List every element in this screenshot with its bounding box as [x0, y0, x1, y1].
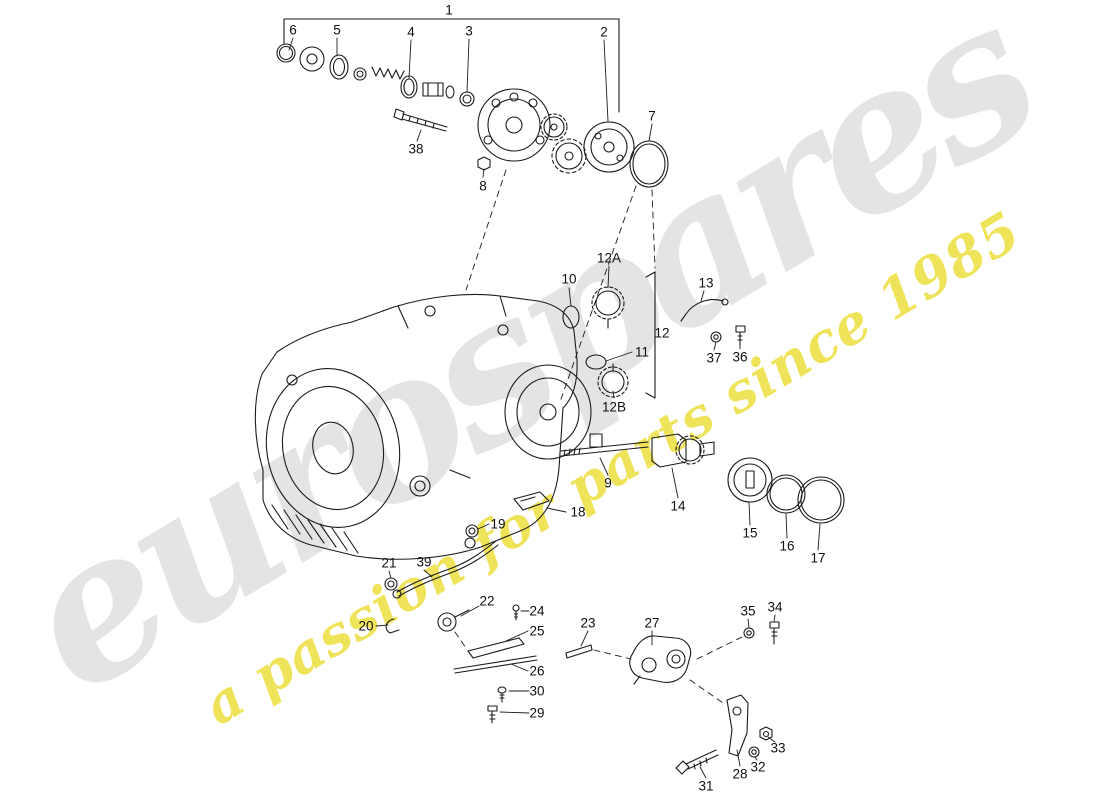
part-bolt-36 — [735, 325, 746, 346]
part-pin-23 — [565, 644, 593, 659]
part-shaft-9 — [560, 433, 649, 457]
leader-lines-governor — [568, 265, 741, 399]
part-washer-32 — [748, 746, 760, 758]
part-nut-8 — [477, 156, 491, 171]
governor-assembly — [465, 433, 845, 551]
part-cap-15 — [727, 457, 773, 503]
part-ring-11 — [585, 354, 607, 370]
part-clip-20 — [385, 618, 400, 634]
part-screw-29 — [487, 705, 498, 724]
part-inner-gear — [540, 113, 568, 141]
construction-lines-lower — [454, 631, 743, 706]
part-bearing-6 — [299, 46, 325, 72]
part-lock-assembly-27 — [629, 635, 692, 685]
part-nut-33 — [759, 726, 773, 741]
transmission-housing — [254, 293, 592, 560]
leader-lines-parking-lock — [651, 614, 776, 779]
part-bolt-38 — [393, 108, 448, 132]
part-pawl-22 — [437, 609, 470, 632]
part-snap-ring-17 — [797, 476, 845, 524]
part-ring-21 — [384, 577, 398, 591]
oil-pump-assembly — [276, 43, 669, 188]
parking-lock-parts — [629, 614, 780, 779]
drawing-strokes — [254, 18, 845, 779]
part-rod-26 — [453, 655, 538, 674]
part-screw-24 — [512, 604, 520, 621]
shift-linkage — [375, 540, 593, 724]
leader-lines-governor-assembly — [477, 457, 821, 551]
part-washer — [353, 67, 367, 81]
part-ring-4 — [400, 75, 418, 99]
part-seal-5 — [329, 54, 349, 80]
part-screw-30 — [497, 686, 507, 703]
part-rod-39 — [392, 540, 499, 599]
part-bracket-18 — [513, 491, 550, 511]
part-pump-body — [477, 88, 551, 162]
leader-lines-top — [288, 37, 653, 178]
part-bolt-31 — [675, 749, 719, 775]
governor-drive-parts — [562, 265, 746, 399]
part-bracket-28 — [726, 694, 749, 757]
part-drive-housing-14 — [651, 433, 715, 468]
part-drive-gear — [551, 138, 587, 174]
part-bolt-34 — [769, 621, 780, 645]
part-washer-19 — [465, 524, 479, 538]
part-pipe-13 — [680, 298, 729, 322]
assembly-bracket-1 — [283, 18, 620, 113]
construction-lines-upper — [465, 169, 656, 403]
part-plate-2 — [583, 121, 635, 173]
bracket-12 — [645, 271, 656, 399]
part-valve-spool — [422, 82, 455, 99]
part-spring — [371, 66, 405, 80]
part-gear-12b — [597, 363, 629, 398]
part-o-ring-7 — [629, 140, 669, 188]
part-gear-12a — [591, 286, 625, 329]
part-lever-25 — [467, 637, 525, 659]
part-washer-35 — [743, 627, 755, 639]
part-ring-10 — [562, 305, 580, 329]
part-ring-3 — [459, 91, 475, 107]
part-washer-37 — [710, 331, 722, 343]
part-snap-ring — [276, 43, 296, 63]
